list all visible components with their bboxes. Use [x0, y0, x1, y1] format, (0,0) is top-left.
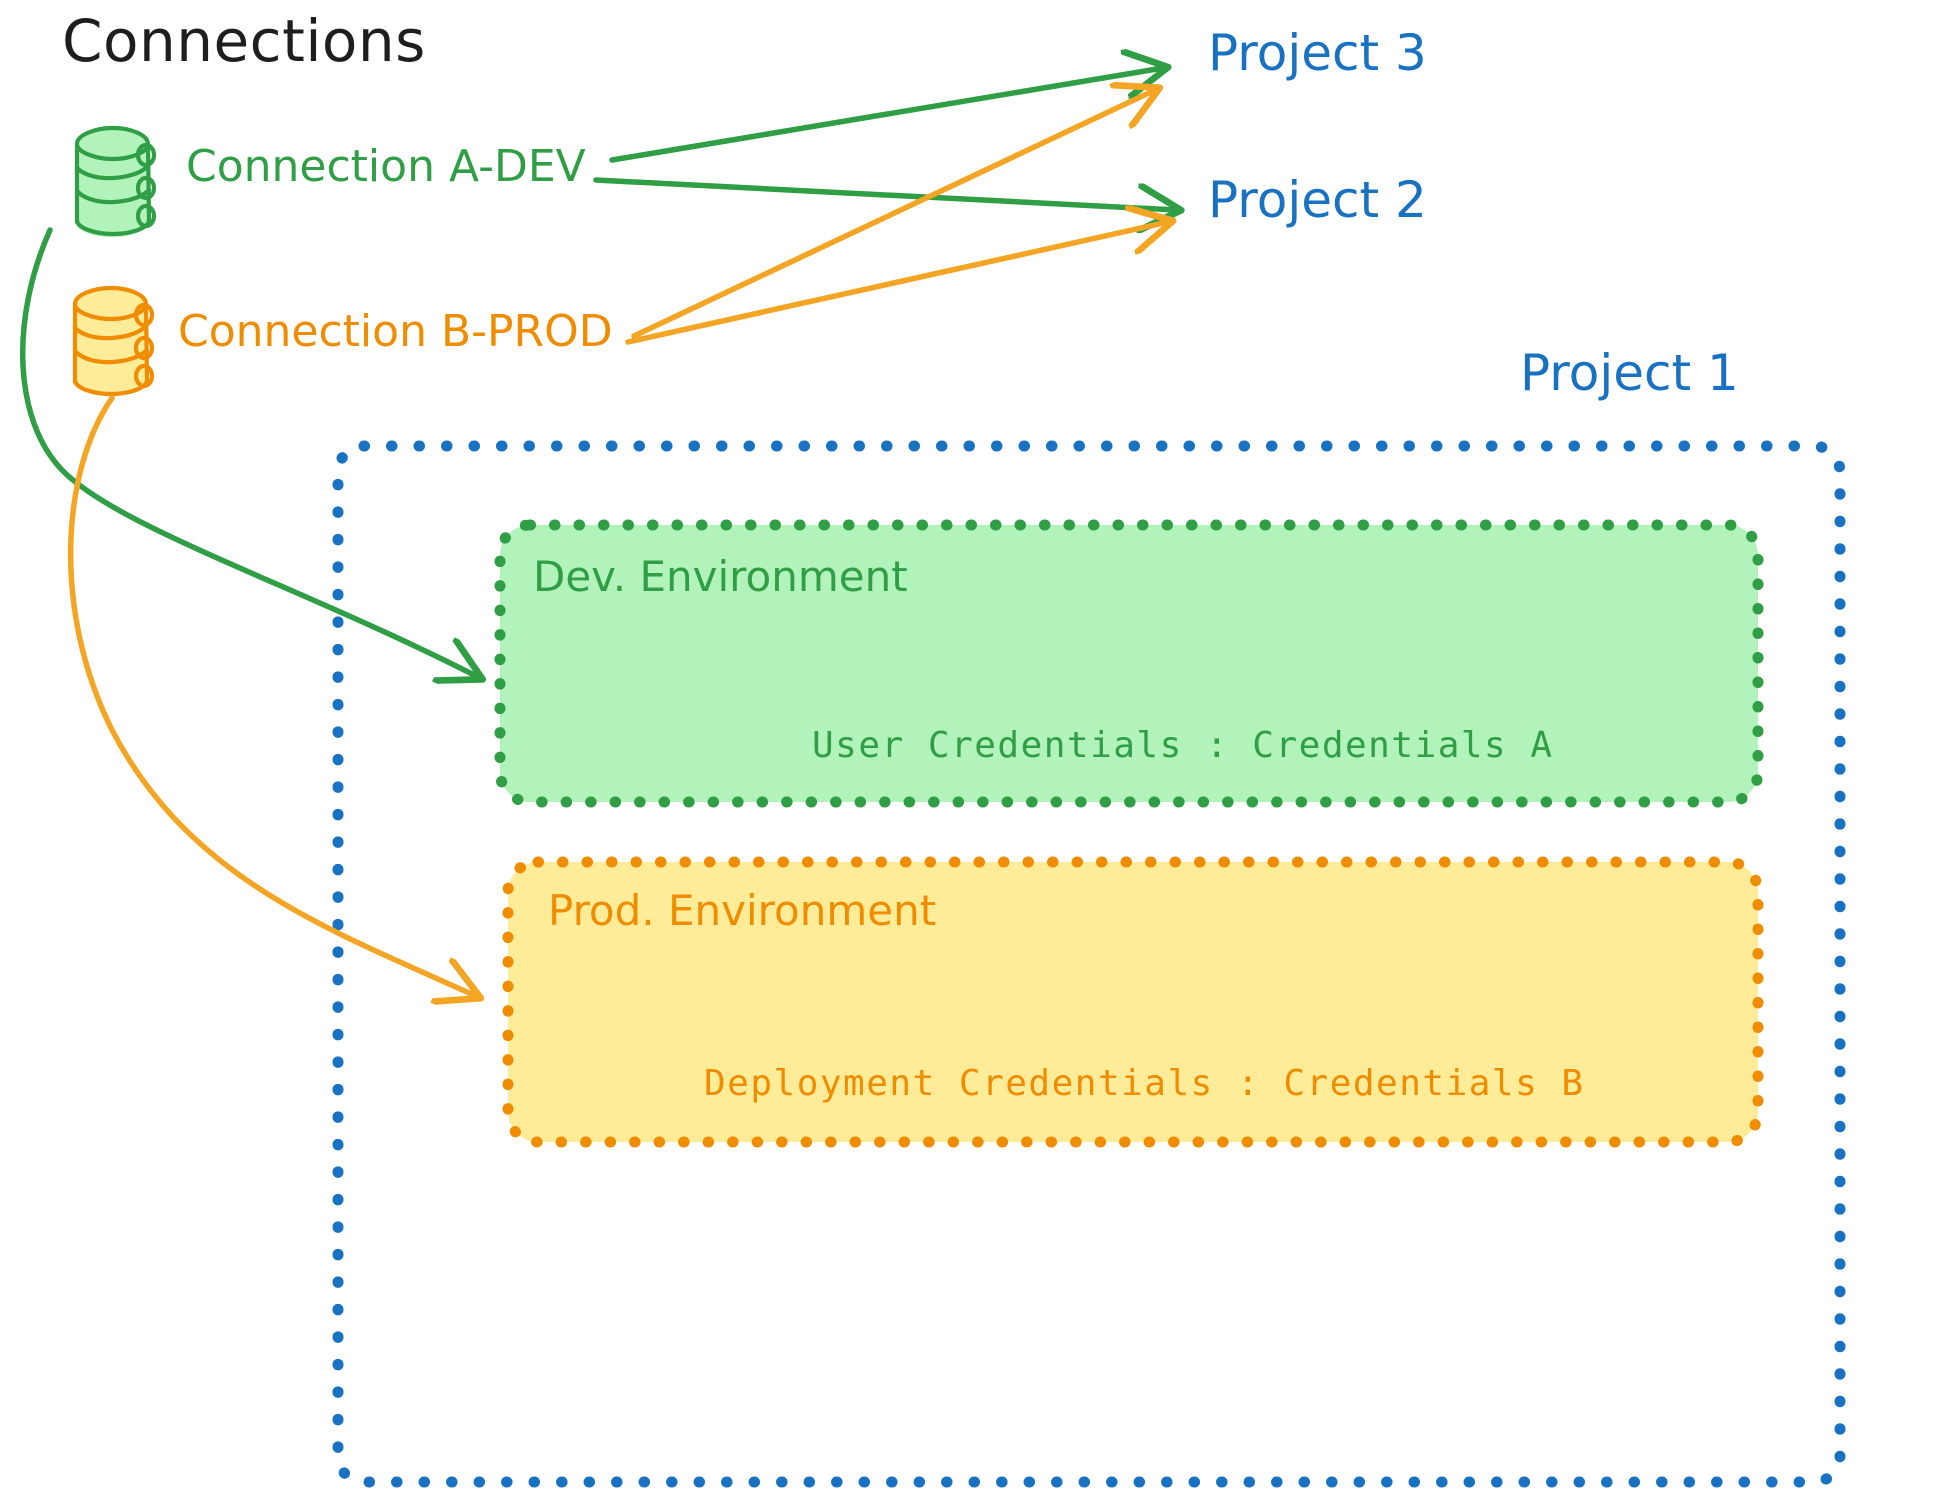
arrow-conn-b-to-project-3	[631, 90, 1155, 339]
project-1-container	[332, 440, 1846, 1488]
arrow-conn-a-to-project-2	[593, 177, 1176, 210]
arrow-conn-b-to-project-2	[625, 222, 1168, 345]
connection-a-dev-label[interactable]: Connection A-DEV	[186, 141, 586, 192]
project-2-label[interactable]: Project 2	[1208, 171, 1427, 229]
prod-environment-title: Prod. Environment	[548, 886, 937, 935]
prod-environment-credentials: Deployment Credentials : Credentials B	[704, 1063, 1585, 1104]
project-3-label[interactable]: Project 3	[1208, 24, 1427, 82]
arrow-conn-a-to-project-3	[609, 68, 1163, 163]
project-1-label[interactable]: Project 1	[1520, 344, 1739, 402]
dev-environment-title: Dev. Environment	[533, 552, 908, 601]
prod-environment-box	[502, 856, 1764, 1148]
connection-b-prod-label[interactable]: Connection B-PROD	[178, 306, 613, 357]
arrow-conn-b-to-prod-environment	[68, 395, 476, 996]
page-title: Connections	[62, 7, 426, 75]
database-cylinder-icon-green	[74, 125, 157, 237]
dev-environment-credentials: User Credentials : Credentials A	[812, 725, 1554, 766]
dev-environment-box	[494, 519, 1764, 808]
database-cylinder-icon-orange	[72, 285, 155, 397]
